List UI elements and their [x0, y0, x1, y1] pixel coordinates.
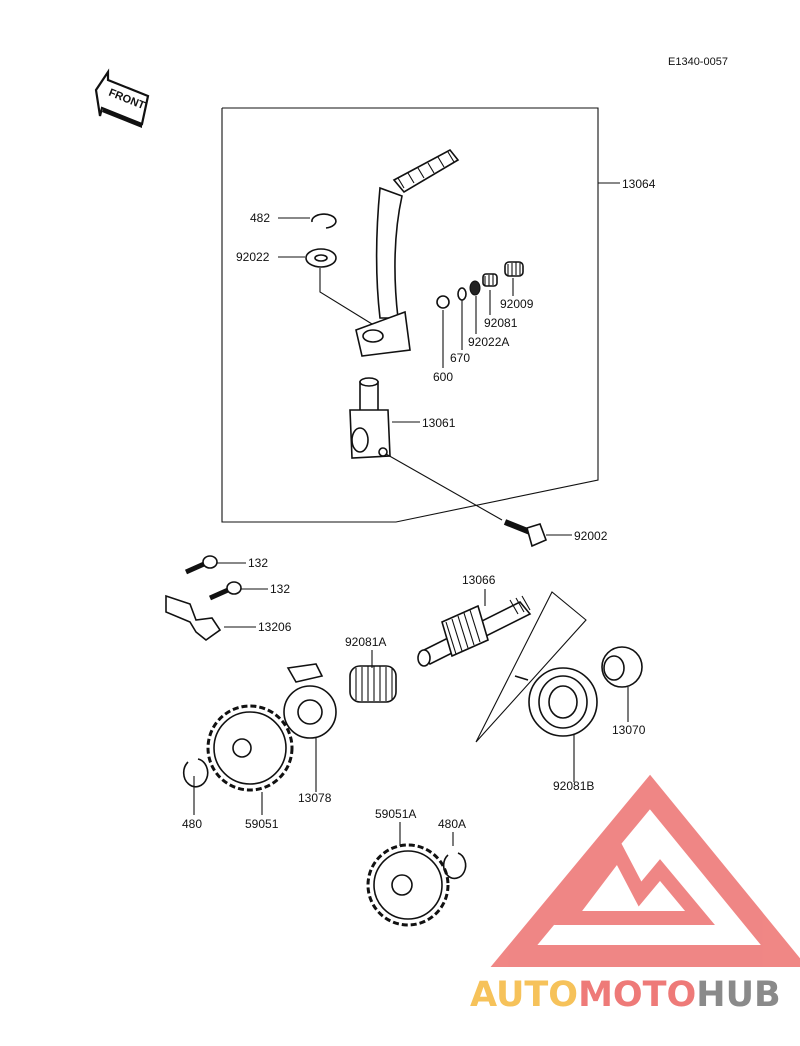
guide-13070 [601, 646, 643, 688]
clip-482 [311, 213, 337, 229]
label-92009: 92009 [500, 297, 534, 311]
spring-92081A [349, 665, 397, 703]
label-92002: 92002 [574, 529, 608, 543]
label-13064: 13064 [622, 177, 656, 191]
label-92022: 92022 [236, 250, 270, 264]
label-670: 670 [450, 351, 470, 365]
label-482: 482 [250, 211, 270, 225]
label-480: 480 [182, 817, 202, 831]
bolt-132-b [208, 581, 242, 601]
kickstarter-shaft-13066 [417, 595, 532, 667]
brand-text: AUTOMOTOHUB [470, 975, 781, 1015]
label-13066: 13066 [462, 573, 496, 587]
washer-92022 [305, 248, 337, 268]
washer-92022A [469, 280, 481, 296]
front-arrow-icon: FRONT [94, 68, 150, 128]
label-132-b: 132 [270, 582, 290, 596]
kick-pedal-boss-13061 [349, 377, 391, 459]
ratchet-13078 [283, 663, 337, 739]
bolt-92002 [503, 519, 548, 548]
assembly-boundary [221, 107, 599, 523]
circlip-480A [442, 852, 467, 880]
label-600: 600 [433, 370, 453, 384]
ball-600 [436, 295, 450, 309]
torsion-spring-92081B [514, 667, 598, 737]
diagram-code: E1340-0057 [668, 56, 728, 68]
brand-part-moto: MOTO [578, 975, 696, 1015]
bolt-132-a [184, 555, 218, 575]
ring-670 [457, 287, 467, 301]
label-132-a: 132 [248, 556, 268, 570]
label-13070: 13070 [612, 723, 646, 737]
spring-92081 [482, 273, 498, 287]
label-92081B: 92081B [553, 779, 594, 793]
label-13206: 13206 [258, 620, 292, 634]
label-13078: 13078 [298, 791, 332, 805]
brand-part-auto: AUTO [470, 975, 578, 1015]
spring-92009 [504, 261, 524, 277]
bracket-13206 [165, 594, 222, 642]
label-59051: 59051 [245, 817, 279, 831]
label-59051A: 59051A [375, 807, 416, 821]
label-92081A: 92081A [345, 635, 386, 649]
gear-59051 [206, 704, 294, 792]
label-480A: 480A [438, 817, 466, 831]
circlip-480 [182, 758, 209, 788]
brand-part-hub: HUB [696, 975, 780, 1015]
label-92081: 92081 [484, 316, 518, 330]
label-13061: 13061 [422, 416, 456, 430]
automotohub-logo-icon [490, 774, 800, 967]
leader-lines [193, 182, 629, 846]
label-92022A: 92022A [468, 335, 509, 349]
group-frame [475, 591, 587, 743]
kick-pedal-lever [355, 148, 460, 357]
gear-59051A [366, 843, 450, 927]
